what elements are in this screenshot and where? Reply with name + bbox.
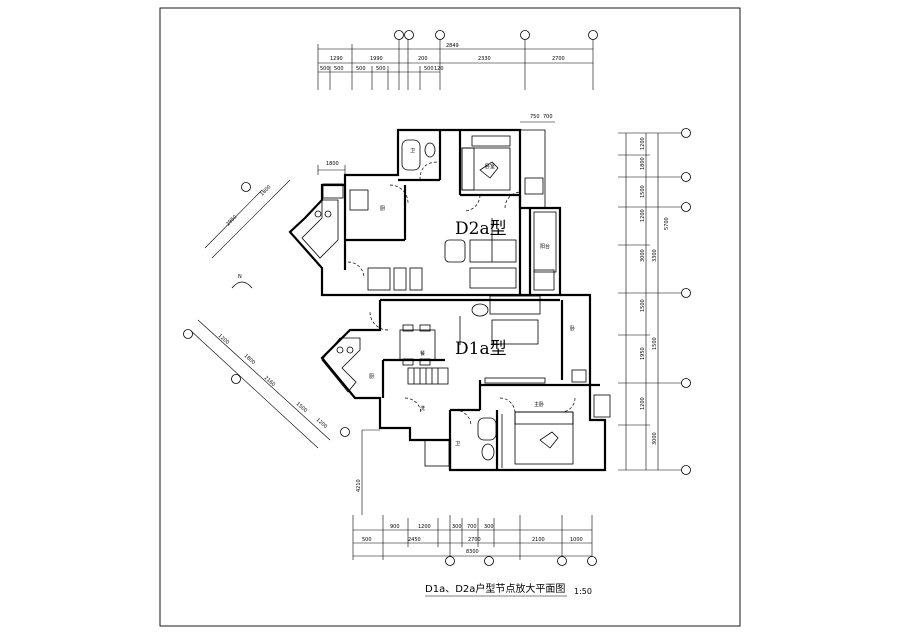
dim-bottom-5: 300 <box>484 524 494 530</box>
top-dimension-chain: 1290 1990 200 2849 2330 2700 500 500 500… <box>317 30 598 90</box>
dim-right-10: 1500 <box>652 337 658 350</box>
dim-right-11: 1200 <box>640 397 646 410</box>
dim-diag-6: 1500 <box>295 401 308 414</box>
north-arrow-icon <box>231 281 253 289</box>
dim-diag-5: 2160 <box>263 375 276 388</box>
dim-bottom-7: 2450 <box>408 537 421 543</box>
axis-bubble-bottom-4 <box>587 556 597 566</box>
dim-diag-4: 1800 <box>243 353 256 366</box>
axis-bubble-bottom-2 <box>484 556 494 566</box>
room-d1a-dining: 餐 <box>420 350 425 357</box>
dim-top-8: 500 <box>334 66 344 72</box>
room-d2a-side: 阳台 <box>540 243 550 250</box>
dim-right-5: 3000 <box>640 249 646 262</box>
axis-bubble-top-1 <box>394 30 404 40</box>
axis-bubble-diag-4 <box>340 427 350 437</box>
axis-bubble-top-4 <box>520 30 530 40</box>
dim-bottom-2: 1200 <box>418 524 431 530</box>
dim-right-9: 1950 <box>640 347 646 360</box>
room-d1a-master: 主卧 <box>534 401 544 408</box>
north-label: N <box>238 274 242 280</box>
dim-top-7: 500 <box>320 66 330 72</box>
axis-bubble-top-3 <box>435 30 445 40</box>
bottom-dimension-chain: 900 1200 300 700 300 500 2450 2700 2100 … <box>352 515 597 566</box>
dim-top-9: 500 <box>356 66 366 72</box>
right-dimension-chain: 1200 1800 1500 1200 3000 3300 1500 5700 … <box>618 128 691 475</box>
dim-bottom-10: 1000 <box>570 537 583 543</box>
dim-right-8: 5700 <box>664 217 670 230</box>
dim-top-2: 1990 <box>370 56 383 62</box>
drawing-border <box>159 7 741 627</box>
left-diagonal-dimensions: 1800 2950 1200 1800 2160 1500 1200 N <box>183 179 350 449</box>
dim-right-2: 1800 <box>640 157 646 170</box>
unit-d2a-plan: D2a型 卫 卧室 厨 阳台 1800 750 700 <box>288 114 562 297</box>
axis-bubble-right-4 <box>681 288 691 298</box>
dim-top-3: 200 <box>418 56 428 62</box>
dim-right-12: 3000 <box>652 432 658 445</box>
dim-top-6: 2700 <box>552 56 565 62</box>
dim-right-4: 1200 <box>640 209 646 222</box>
room-d1a-kitchen: 厨 <box>369 374 374 380</box>
room-d1a-1: 卧 <box>570 325 575 332</box>
room-d2a-kitchen: 厨 <box>380 206 385 212</box>
dim-top-5: 2330 <box>478 56 491 62</box>
axis-bubble-bottom-3 <box>557 556 567 566</box>
dim-bottom-total: 8300 <box>466 549 479 555</box>
dim-top-4: 2849 <box>446 43 459 49</box>
axis-bubble-top-2 <box>404 30 414 40</box>
axis-bubble-right-2 <box>681 172 691 182</box>
axis-bubble-diag-2 <box>183 329 193 339</box>
room-d2a-bedroom: 卧室 <box>485 163 495 170</box>
axis-bubble-diag-1 <box>241 182 251 192</box>
dim-top-1: 1290 <box>330 56 343 62</box>
dim-right-6: 3300 <box>652 249 658 262</box>
dim-diag-3: 1200 <box>217 333 230 346</box>
axis-bubble-right-3 <box>681 202 691 212</box>
dim-right-7: 1500 <box>640 299 646 312</box>
dim-bottom-4: 700 <box>467 524 477 530</box>
dim-d1a-left: 4210 <box>356 479 362 492</box>
unit-label-d1a: D1a型 <box>455 339 507 359</box>
dim-bottom-9: 2100 <box>532 537 545 543</box>
dim-d2a-1: 1800 <box>326 161 339 167</box>
axis-bubble-right-5 <box>681 378 691 388</box>
dim-bottom-8: 2700 <box>468 537 481 543</box>
dim-d2a-2: 750 <box>530 114 540 120</box>
dim-right-1: 1200 <box>640 137 646 150</box>
room-d1a-bath: 卫 <box>455 441 460 447</box>
dim-top-10: 500 <box>376 66 386 72</box>
axis-bubble-top-5 <box>588 30 598 40</box>
drawing-scale: 1:50 <box>574 587 592 596</box>
unit-label-d2a: D2a型 <box>455 219 507 239</box>
dim-right-3: 1500 <box>640 185 646 198</box>
axis-bubble-diag-3 <box>231 374 241 384</box>
dim-top-12: 120 <box>434 66 444 72</box>
dim-bottom-6: 500 <box>362 537 372 543</box>
unit-d1a-plan: D1a型 卧 餐 厨 卫 主卧 洗 4210 <box>320 293 611 515</box>
drawing-caption: D1a、D2a户型节点放大平面图 <box>425 582 565 595</box>
axis-bubble-right-1 <box>681 128 691 138</box>
dim-bottom-3: 300 <box>452 524 462 530</box>
dim-d2a-3: 700 <box>543 114 553 120</box>
dim-diag-1: 1800 <box>259 184 272 197</box>
dim-bottom-1: 900 <box>390 524 400 530</box>
room-d1a-wash: 洗 <box>420 405 425 412</box>
axis-bubble-right-6 <box>681 465 691 475</box>
room-d2a-bath: 卫 <box>410 148 415 154</box>
dim-top-11: 500 <box>424 66 434 72</box>
axis-bubble-bottom-1 <box>445 556 455 566</box>
